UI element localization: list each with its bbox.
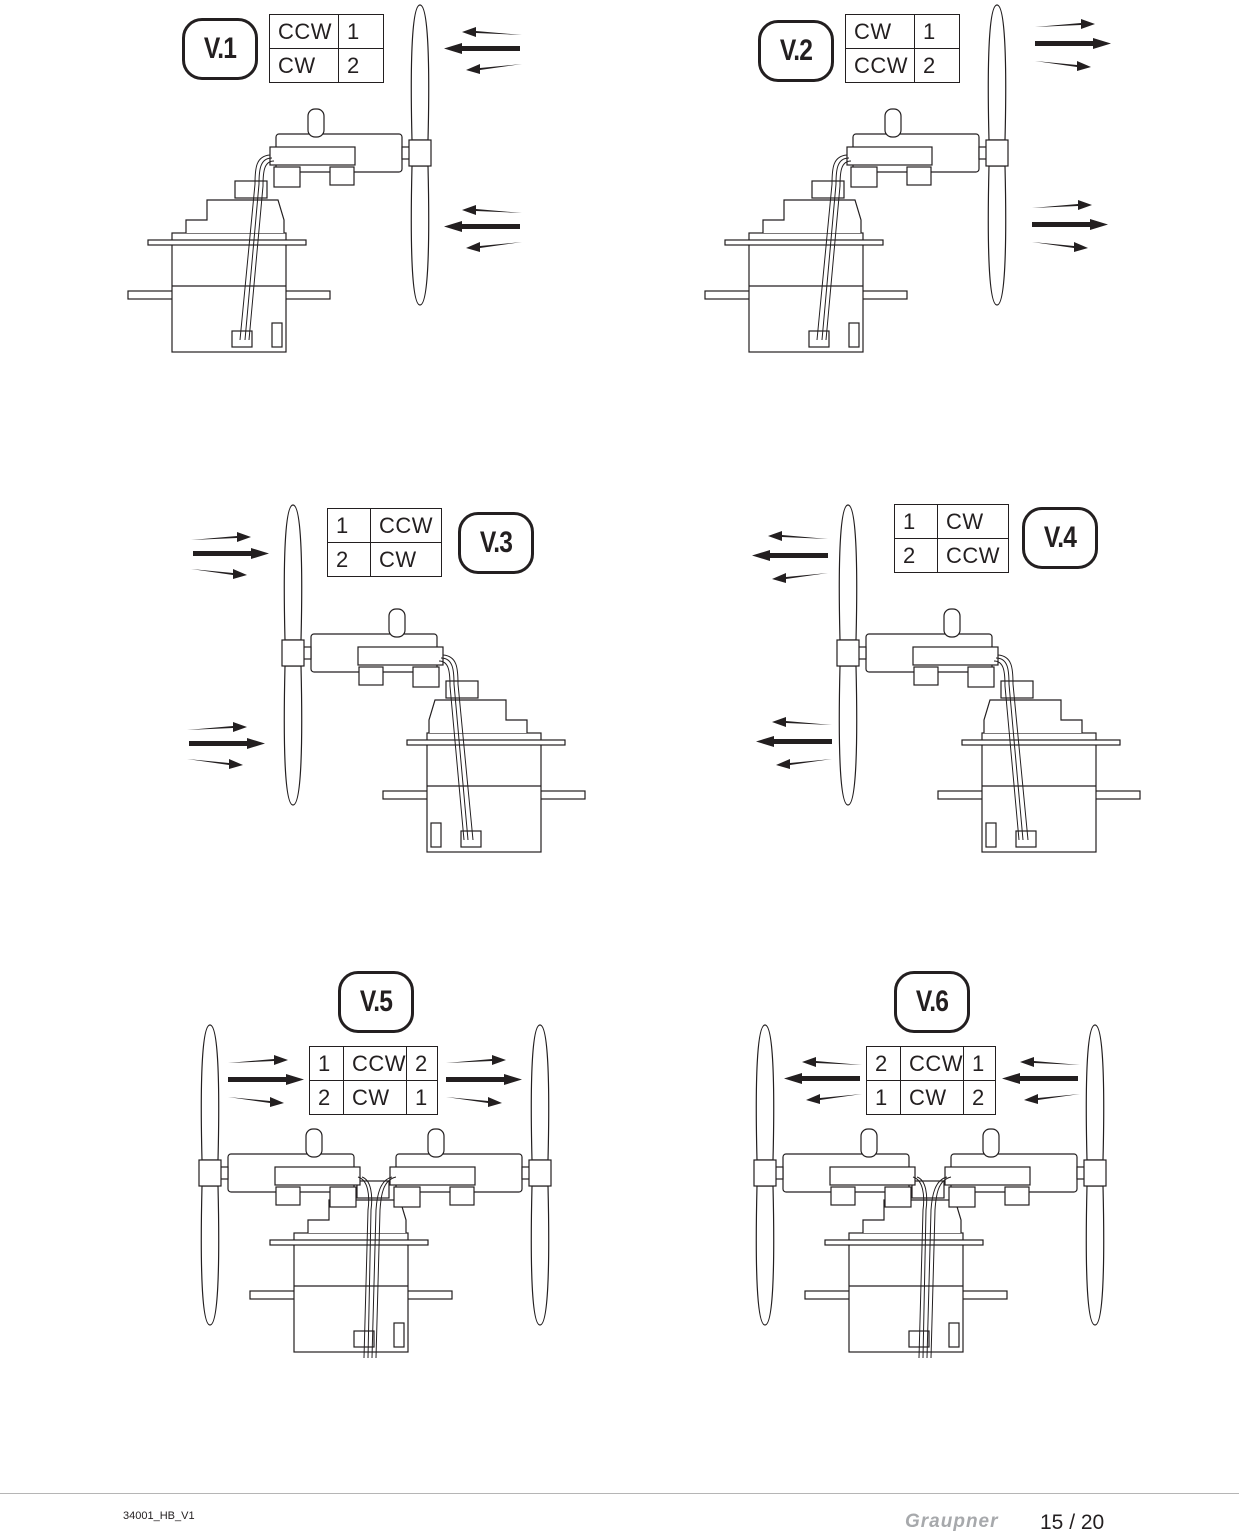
table-cell: 2 bbox=[309, 1080, 344, 1115]
variant-badge-v5: V.5 bbox=[338, 971, 414, 1033]
table-cell: 1 bbox=[406, 1080, 438, 1115]
diagram-v6 bbox=[753, 1024, 1107, 1359]
table-cell: 1 bbox=[866, 1080, 901, 1115]
table-cell: 1 bbox=[914, 14, 960, 49]
table-cell: CCW bbox=[899, 1046, 965, 1081]
table-cell: CW bbox=[269, 48, 339, 83]
table-cell: 2 bbox=[338, 48, 384, 83]
brand-logo: Graupner bbox=[905, 1511, 999, 1532]
page-number: 15 / 20 bbox=[1040, 1511, 1105, 1534]
table-cell: 1 bbox=[309, 1046, 344, 1081]
table-cell: CW bbox=[937, 504, 1009, 539]
footer-divider bbox=[0, 1493, 1239, 1494]
table-cell: CW bbox=[845, 14, 915, 49]
variant-badge-v6: V.6 bbox=[894, 971, 970, 1033]
table-cell: 2 bbox=[866, 1046, 901, 1081]
table-cell: 2 bbox=[327, 542, 371, 577]
table-cell: 2 bbox=[914, 48, 960, 83]
diagram-v5 bbox=[198, 1024, 552, 1359]
table-cell: 2 bbox=[894, 538, 938, 573]
table-cell: 2 bbox=[963, 1080, 996, 1115]
variant-badge-v1: V.1 bbox=[182, 18, 258, 80]
table-cell: CCW bbox=[937, 538, 1009, 573]
table-cell: CW bbox=[370, 542, 442, 577]
table-cell: 2 bbox=[406, 1046, 438, 1081]
table-cell: CCW bbox=[342, 1046, 408, 1081]
table-cell: CW bbox=[899, 1080, 965, 1115]
variant-badge-v3: V.3 bbox=[458, 512, 534, 574]
table-cell: 1 bbox=[894, 504, 938, 539]
table-cell: 1 bbox=[327, 508, 371, 543]
table-cell: 1 bbox=[338, 14, 384, 49]
table-cell: CCW bbox=[370, 508, 442, 543]
table-cell: CW bbox=[342, 1080, 408, 1115]
table-cell: CCW bbox=[269, 14, 339, 49]
table-cell: 1 bbox=[963, 1046, 996, 1081]
variant-badge-v4: V.4 bbox=[1022, 507, 1098, 569]
table-cell: CCW bbox=[845, 48, 915, 83]
document-id: 34001_HB_V1 bbox=[123, 1510, 195, 1522]
variant-badge-v2: V.2 bbox=[758, 20, 834, 82]
